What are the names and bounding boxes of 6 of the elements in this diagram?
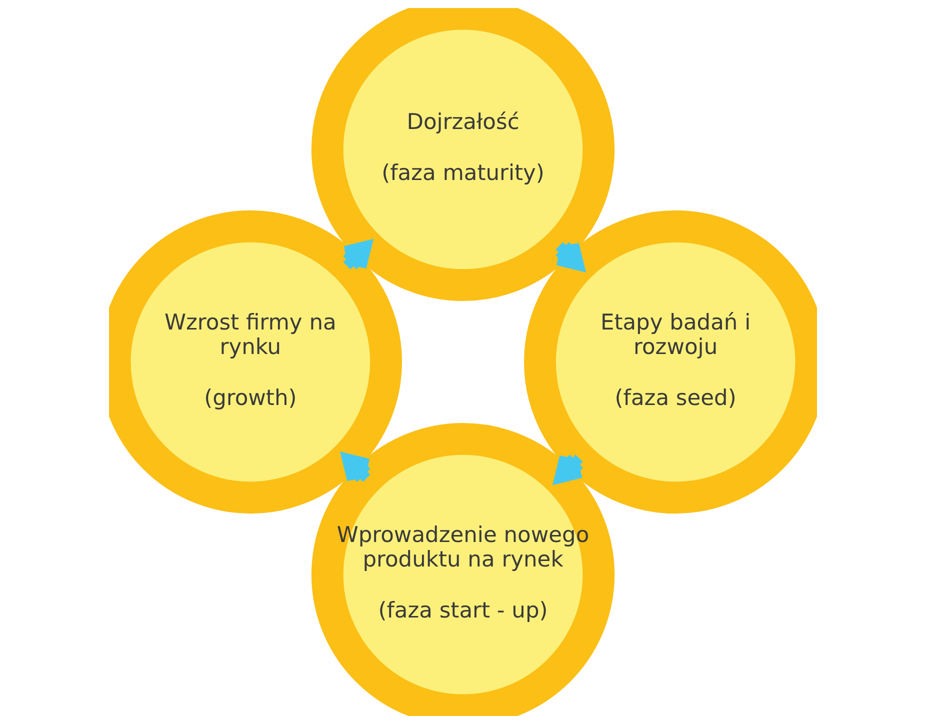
node-circle: Wzrost firmy na rynku (growth) — [108, 210, 402, 514]
node-circle: Wprowadzenie nowego produktu na rynek (faza start - up) — [310, 423, 614, 716]
arrow — [341, 453, 373, 485]
arrow — [554, 452, 586, 484]
node-circle: Etapy badań i rozwoju (faza seed) — [524, 210, 816, 514]
node-circle: Dojrzałość (faza maturity) — [310, 8, 614, 301]
